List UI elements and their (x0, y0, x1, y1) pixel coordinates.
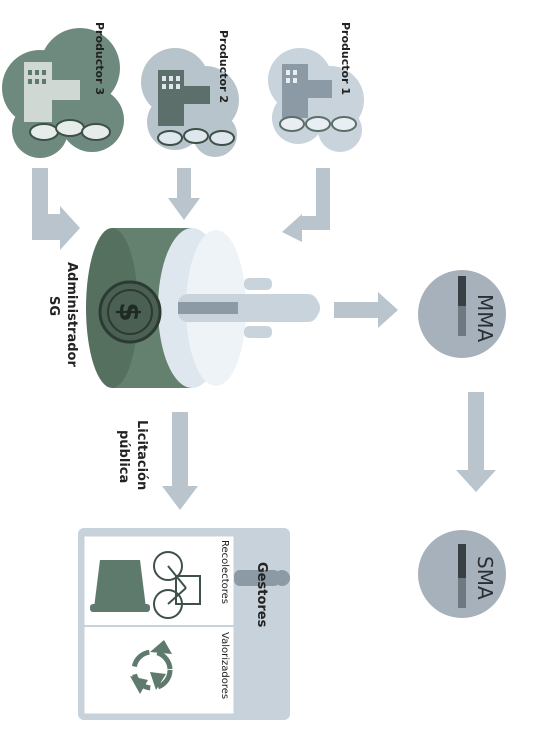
producer-3: Productor 3 (2, 22, 124, 158)
bin-icon (90, 560, 150, 612)
authority-sma: SMA (418, 530, 506, 618)
tender-label-line2: pública (116, 430, 131, 483)
coins-icon (157, 128, 235, 146)
cylinder-shape (86, 228, 246, 388)
arrow-producer3-to-admin (32, 168, 80, 250)
mma-label: MMA (473, 294, 497, 343)
arrow-admin-to-managers (162, 412, 198, 510)
producer-1-label: Productor 1 (339, 22, 352, 95)
administrator-label-line2: SG (46, 296, 61, 316)
producer-2-label: Productor 2 (217, 30, 230, 103)
dollar-coin-icon: $ (98, 280, 162, 344)
arrow-producer2-to-admin (168, 168, 200, 220)
coins-icon (279, 116, 357, 132)
authority-mma: MMA (418, 270, 506, 358)
recycle-icon (130, 640, 173, 694)
arrow-producer1-to-admin (282, 168, 330, 242)
administrator: $ Administrador SG (46, 228, 320, 388)
factory-icon (158, 70, 210, 126)
collectors-label: Recolectores (219, 540, 230, 604)
producer-2: Productor 2 (141, 30, 239, 157)
factory-icon (24, 62, 80, 122)
arrow-admin-to-mma (334, 292, 398, 328)
managers-panel: Gestores Recolectores Valorizadores (78, 528, 290, 720)
svg-text:$: $ (113, 302, 146, 321)
producer-3-label: Productor 3 (93, 22, 106, 95)
factory-icon (282, 64, 332, 118)
bicycle-icon (153, 551, 201, 619)
sma-label: SMA (473, 556, 497, 600)
person-icon (234, 570, 290, 586)
administrator-label-line1: Administrador (64, 262, 79, 367)
tender-label-line1: Licitación (134, 420, 149, 490)
managers-title: Gestores (254, 562, 269, 628)
recoverers-label: Valorizadores (219, 632, 230, 699)
person-icon (178, 278, 320, 338)
coins-icon (29, 119, 111, 141)
producer-1: Productor 1 (268, 22, 364, 152)
arrow-mma-to-sma (456, 392, 496, 492)
